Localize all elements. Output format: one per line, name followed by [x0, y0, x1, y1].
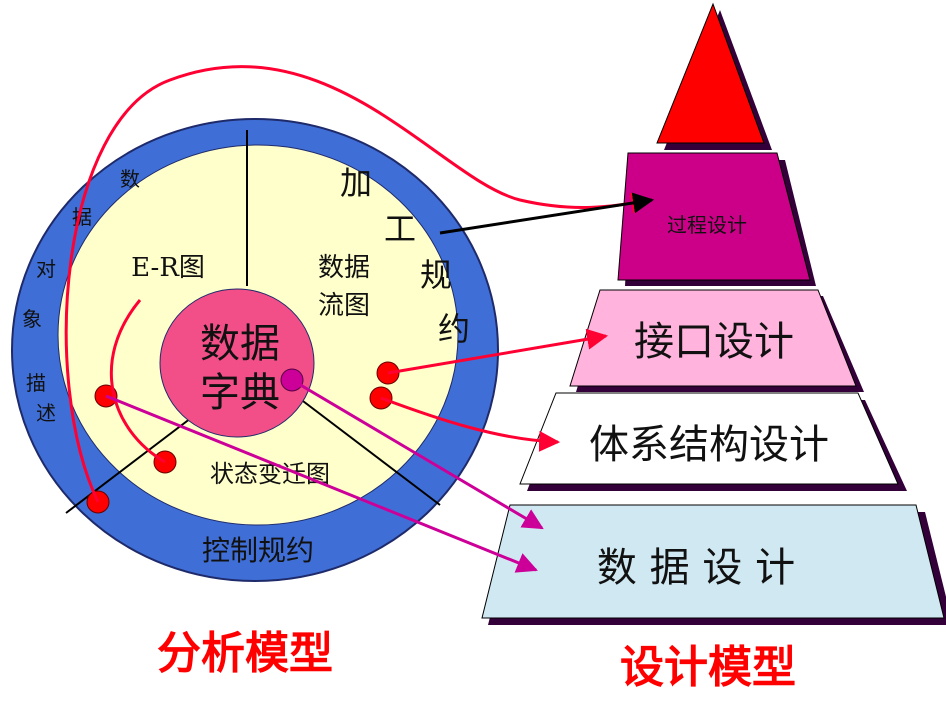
- arrow-dfd-to-interface: [387, 328, 609, 375]
- center-disc: [159, 288, 315, 438]
- svg-text:工: 工: [384, 210, 416, 248]
- state-transition-label: 状态变迁图: [210, 460, 330, 488]
- arrow-std-loop: [109, 299, 166, 464]
- svg-text:描: 描: [26, 371, 46, 395]
- svg-text:述: 述: [36, 401, 56, 425]
- dfd-label-line2: 流图: [318, 291, 370, 321]
- divider-bottom-left: [65, 414, 196, 514]
- level-process-design: [617, 152, 811, 281]
- center-label-line1: 数据: [200, 321, 280, 367]
- analysis-model: 数据 字典 E-R图 数据 流图 状态变迁图 数 据 对 象 描 述 加 工 规…: [11, 118, 499, 679]
- analysis-model-title: 分析模型: [157, 628, 333, 679]
- level-label-architecture: 体系结构设计: [589, 422, 829, 468]
- control-spec-label: 控制规约: [202, 534, 314, 567]
- level-data-design: [481, 504, 945, 619]
- level-interface-design: [569, 289, 857, 387]
- connectors: [64, 65, 655, 573]
- arrow-dictionary-to-data: [291, 378, 544, 530]
- data-object-description-label: 数 据 对 象 描 述: [22, 167, 140, 425]
- arrow-dfd-to-architecture: [380, 396, 561, 452]
- level-label-data: 数 据 设 计: [597, 545, 795, 591]
- design-model-title: 设计模型: [620, 642, 796, 693]
- svg-text:约: 约: [438, 310, 470, 348]
- process-spec-label: 加 工 规 约: [340, 164, 470, 348]
- svg-text:加: 加: [340, 164, 372, 202]
- dfd-label-line1: 数据: [318, 253, 370, 283]
- svg-text:规: 规: [420, 256, 452, 294]
- arrow-er-to-data: [105, 394, 538, 573]
- pyramid-top: [656, 2, 765, 144]
- divider-bottom-right: [294, 394, 441, 506]
- design-model: 过程设计 接口设计 体系结构设计 数 据 设 计 设计模型: [481, 2, 946, 693]
- svg-text:数: 数: [120, 167, 140, 191]
- arrow-data-object-to-process: [64, 65, 653, 503]
- level-label-interface: 接口设计: [634, 319, 794, 365]
- level-label-process: 过程设计: [667, 213, 747, 237]
- center-label-line2: 字典: [200, 370, 280, 416]
- arrow-process-spec-to-process: [439, 192, 655, 235]
- level-architecture-design: [519, 392, 899, 485]
- svg-text:对: 对: [36, 257, 56, 281]
- er-diagram-label: E-R图: [131, 253, 205, 283]
- svg-text:象: 象: [22, 307, 42, 331]
